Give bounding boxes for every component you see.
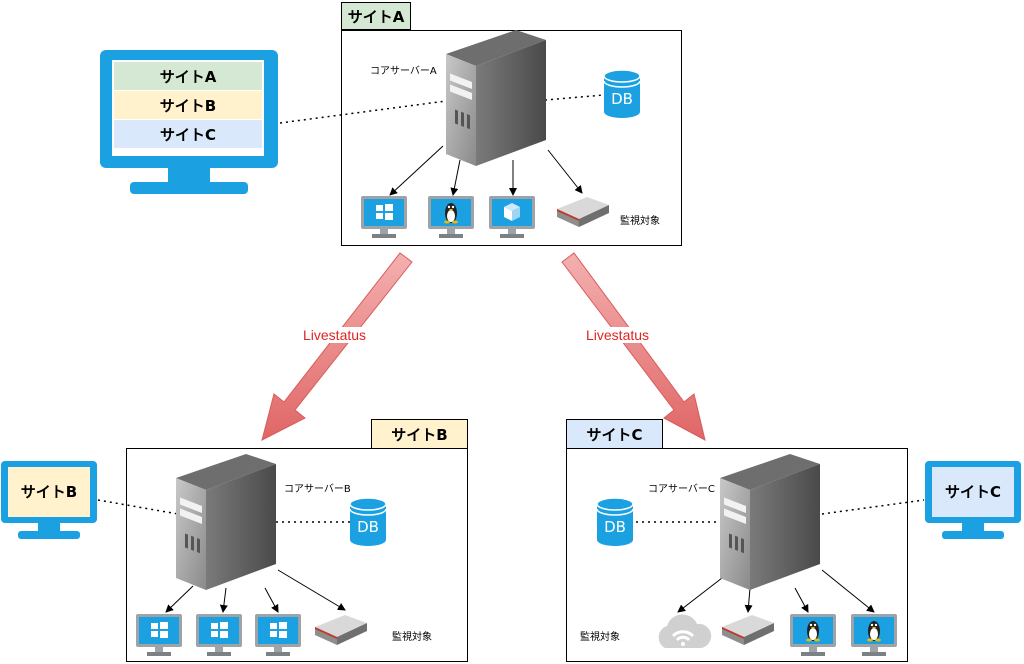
- site-c-server-label: コアサーバーC: [648, 484, 715, 495]
- site-a-db-label: DB: [611, 90, 633, 108]
- site-b-db-label: DB: [357, 518, 379, 536]
- site-c-arrow-3: [794, 587, 809, 613]
- livestatus-arrow-right: [561, 252, 706, 441]
- site-b-arrow-4: [277, 569, 346, 611]
- livestatus-arrow-left: [261, 252, 413, 441]
- monitor-c-link: [821, 499, 925, 515]
- site-b-tab: サイトB: [371, 419, 468, 449]
- main-monitor-link: [279, 100, 447, 124]
- monitor-c-icon: [925, 461, 1021, 539]
- windows-monitor-icon: [136, 614, 182, 656]
- router-appliance-icon: [722, 615, 774, 645]
- site-a-monitored-label: 監視対象: [620, 216, 660, 227]
- site-c-server-icon: [720, 454, 820, 590]
- monitor-b-link: [97, 499, 179, 515]
- site-a-tab: サイトA: [341, 2, 411, 30]
- main-monitor-row-c: サイトC: [114, 120, 262, 148]
- linux-monitor-icon: [428, 196, 474, 238]
- monitor-b-label: サイトB: [20, 483, 78, 501]
- site-a-server-label: コアサーバーA: [370, 66, 437, 77]
- router-appliance-icon: [557, 197, 609, 227]
- monitor-c-label: サイトC: [944, 483, 1001, 501]
- router-appliance-icon: [315, 615, 367, 645]
- main-monitor-row-b: サイトB: [114, 91, 262, 119]
- livestatus-label-right: Livestatus: [586, 327, 650, 343]
- livestatus-label-left: Livestatus: [303, 327, 367, 343]
- site-c-db-label: DB: [604, 518, 626, 536]
- site-c-tab: サイトC: [566, 419, 663, 449]
- site-c-arrow-4: [821, 569, 875, 613]
- monitor-b-icon: [1, 461, 97, 539]
- site-c-arrow-1: [677, 577, 723, 613]
- site-b-server-label: コアサーバーB: [284, 484, 351, 495]
- site-b-arrow-3: [264, 587, 279, 613]
- windows-monitor-icon: [196, 614, 242, 656]
- site-b-monitored-label: 監視対象: [392, 632, 432, 643]
- linux-monitor-icon: [851, 614, 897, 656]
- windows-monitor-icon: [361, 196, 407, 238]
- site-a-arrow-2: [450, 159, 461, 196]
- site-c-monitored-label: 監視対象: [580, 632, 620, 643]
- site-b-arrow-1: [165, 585, 194, 613]
- site-a-server-icon: [446, 30, 546, 166]
- site-a-arrow-4: [547, 149, 583, 194]
- linux-monitor-icon: [790, 614, 836, 656]
- site-b-server-icon: [176, 454, 276, 590]
- site-a-arrow-1: [389, 145, 444, 196]
- site-c-arrow-2: [744, 587, 753, 613]
- windows-monitor-icon: [255, 614, 301, 656]
- main-monitor-row-a: サイトA: [114, 62, 262, 90]
- site-b-arrow-2: [219, 587, 228, 613]
- cube-monitor-icon: [489, 196, 535, 238]
- site-a-db-link: [544, 94, 605, 101]
- cloud-wifi-icon: [658, 614, 712, 648]
